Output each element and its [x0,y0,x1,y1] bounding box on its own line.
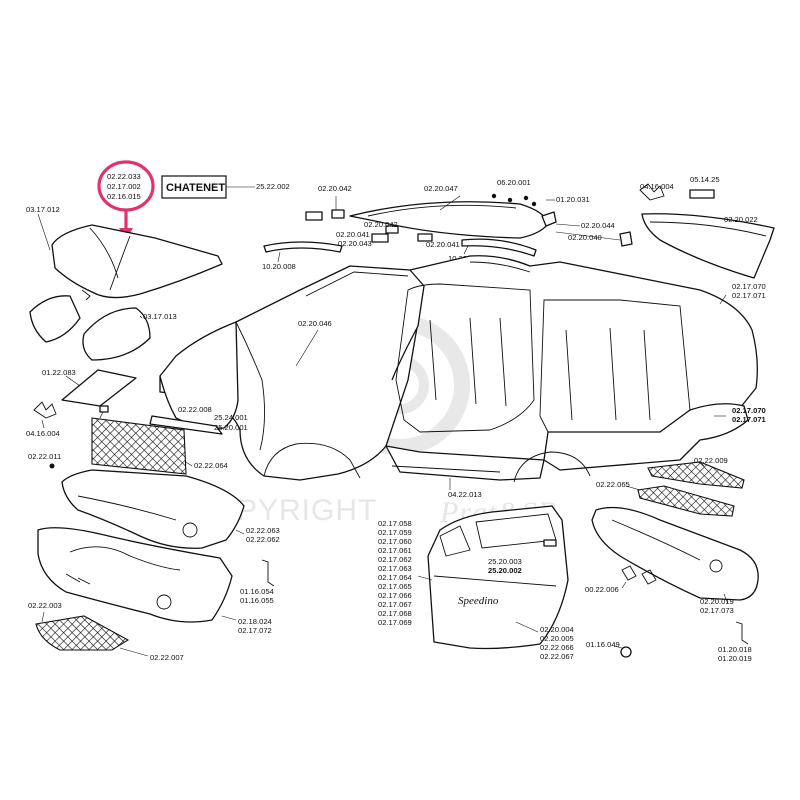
ref-02-17-070-mid: 02.17.070 [732,406,766,415]
front-bumper-lower: 02.18.024 02.17.072 [37,527,272,635]
door-script-logo: Speedino [458,595,499,607]
ref-04-16-004-left: 04.16.004 [26,429,60,438]
door-ref-12: 02.17.069 [378,618,412,627]
screws-top: 06.20.001 01.20.031 [491,178,590,207]
ref-02-17-073: 02.17.073 [700,606,734,615]
rear-bracket-top: 04.16.004 05.14.25 [639,175,720,201]
ref-02-20-041-b: 02.20.041 [426,240,460,249]
car-body-shell [159,255,758,483]
bumper-bracket: 01.16.054 01.16.055 [240,559,275,605]
lower-grille: 02.22.003 02.22.007 [28,601,184,662]
ref-25-24-001: 25.24.001 [214,413,248,422]
door-ref-2: 02.17.059 [378,528,412,537]
ref-04-22-013: 04.22.013 [448,490,482,499]
roof-panel: 02.20.047 [349,184,549,239]
ref-01-16-054: 01.16.054 [240,587,274,596]
latch-parts: 02.20.044 02.20.040 [541,211,633,247]
clip-left: 04.16.004 [26,401,60,438]
door-ref-5: 02.17.062 [378,555,412,564]
ref-02-20-044: 02.20.044 [581,221,615,230]
ref-02-22-067: 02.22.067 [540,652,574,661]
ref-05-14-25: 05.14.25 [690,175,720,184]
door-ref-3: 02.17.060 [378,537,412,546]
ref-02-20-043: 02.20.043 [338,239,372,248]
door-ref-4: 02.17.061 [378,546,412,555]
door-ref-7: 02.17.064 [378,573,412,582]
front-grille: 02.22.064 [91,405,228,475]
door-assembly: Speedino 25.20.003 25.20.002 02.20.004 0… [427,505,574,661]
ref-02-20-005: 02.20.005 [540,634,574,643]
ref-02-22-007: 02.22.007 [150,653,184,662]
highlight-ref-3: 02.16.015 [107,192,141,201]
ref-01-16-055: 01.16.055 [240,596,274,605]
ref-02-17-070-top: 02.17.070 [732,282,766,291]
rear-bumper: 02.20.019 02.17.073 [591,506,759,615]
ref-02-22-062: 02.22.062 [246,535,280,544]
ref-02-20-042-b: 02.20.042 [364,220,398,229]
ref-02-22-003: 02.22.003 [28,601,62,610]
brand-label: CHATENET [166,182,225,194]
ref-25-20-001: 25.20.001 [214,423,248,432]
hood-panel: 03.17.012 [26,205,223,301]
ref-03-17-012: 03.17.012 [26,205,60,214]
highlight-ref-2: 02.17.002 [107,182,141,191]
ref-25-20-003: 25.20.003 [488,557,522,566]
hood-inner-panels: 03.17.013 01.22.083 [29,295,177,407]
door-ref-10: 02.17.067 [378,600,412,609]
ref-02-20-019: 02.20.019 [700,597,734,606]
ref-02-22-009: 02.22.009 [694,456,728,465]
ref-01-20-031: 01.20.031 [556,195,590,204]
rear-small-parts: 00.22.006 01.16.049 01.20.018 01.20.019 [585,565,752,663]
screw-left: 02.22.011 [28,452,61,469]
ref-02-22-011: 02.22.011 [28,452,61,461]
door-ref-1: 02.17.058 [378,519,412,528]
grille-bracket: 02.22.008 25.24.001 25.20.001 [149,405,248,435]
ref-02-17-071-top: 02.17.071 [732,291,766,300]
ref-25-22-002: 25.22.002 [256,182,290,191]
ref-02-22-008: 02.22.008 [178,405,212,414]
body-labels: 02.20.046 02.17.070 02.17.071 02.17.070 … [295,282,767,499]
ref-06-20-001: 06.20.001 [497,178,531,187]
ref-02-22-065: 02.22.065 [596,480,630,489]
ref-02-22-063: 02.22.063 [246,526,280,535]
brand-label-box: CHATENET 25.22.002 [161,175,290,199]
ref-25-20-002: 25.20.002 [488,566,522,575]
ref-02-18-024: 02.18.024 [238,617,272,626]
ref-02-20-046: 02.20.046 [298,319,332,328]
ref-04-16-004-top: 04.16.004 [640,182,674,191]
ref-02-20-004: 02.20.004 [540,625,574,634]
ref-02-20-042: 02.20.042 [318,184,352,193]
ref-02-17-072: 02.17.072 [238,626,272,635]
ref-02-22-066: 02.22.066 [540,643,574,652]
front-bumper-upper: 02.22.063 02.22.062 [61,469,280,549]
door-ref-8: 02.17.065 [378,582,412,591]
ref-02-20-047: 02.20.047 [424,184,458,193]
rear-grilles: 02.22.009 02.22.065 [596,456,745,517]
ref-03-17-013: 03.17.013 [143,312,177,321]
ref-01-20-019: 01.20.019 [718,654,752,663]
door-part-list: 02.17.058 02.17.059 02.17.060 02.17.061 … [378,519,433,627]
tailgate-panel: 02.20.022 [641,213,775,279]
roof-clips: 02.20.042 02.20.041 02.20.043 02.20.042 … [305,184,460,249]
ref-02-17-071-mid: 02.17.071 [732,415,767,424]
ref-01-20-018: 01.20.018 [718,645,752,654]
ref-10-20-008-a: 10.20.008 [262,262,296,271]
door-ref-9: 02.17.066 [378,591,412,600]
ref-02-20-022: 02.20.022 [724,215,758,224]
ref-02-20-040: 02.20.040 [568,233,602,242]
ref-02-22-064: 02.22.064 [194,461,228,470]
ref-01-16-049: 01.16.049 [586,640,620,649]
door-ref-6: 02.17.063 [378,564,412,573]
ref-00-22-006: 00.22.006 [585,585,619,594]
ref-02-20-041-a: 02.20.041 [336,230,370,239]
ref-01-22-083: 01.22.083 [42,368,76,377]
highlight-ref-1: 02.22.033 [107,172,141,181]
door-ref-11: 02.17.068 [378,609,412,618]
